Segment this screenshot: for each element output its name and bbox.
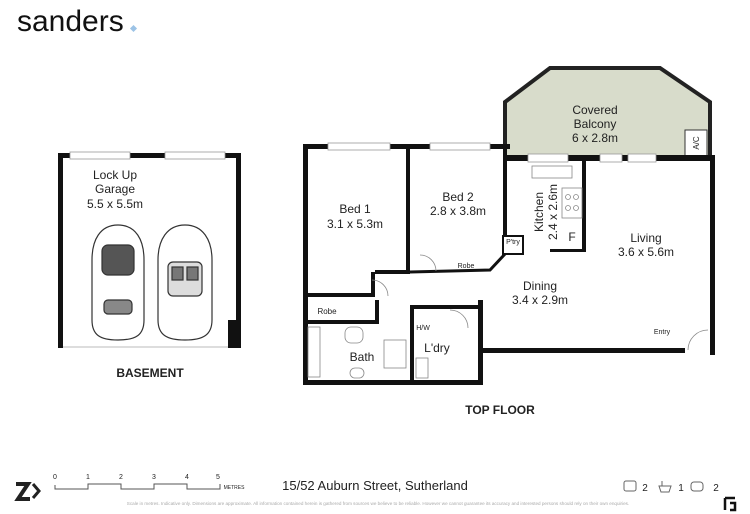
kitchen-size: 2.4 x 2.6m: [546, 184, 560, 240]
entry-label: Entry: [654, 329, 671, 336]
basement-label: BASEMENT: [116, 366, 184, 380]
bed2-size: 2.8 x 3.8m: [430, 204, 486, 218]
garage-label-line2: Garage: [95, 182, 135, 196]
pantry-label: P'try: [506, 239, 520, 246]
balcony-label-line1: Covered: [572, 103, 617, 117]
scale-tick: 0: [53, 474, 57, 481]
scale-tick: 5: [216, 474, 220, 481]
bed-icon: [623, 480, 637, 492]
brand-dot-icon: [129, 24, 138, 33]
kitchen-label: Kitchen: [532, 192, 546, 232]
scale-bar: 0 1 2 3 4 5 METRES: [53, 474, 245, 491]
ac-label: A/C: [692, 136, 701, 150]
bath-icon: [658, 481, 672, 493]
top-floor-label: TOP FLOOR: [465, 403, 535, 417]
garage-size: 5.5 x 5.5m: [87, 197, 143, 211]
car-icon: [91, 224, 145, 341]
car-count-icon: [690, 481, 704, 492]
laundry-label: L'dry: [424, 341, 450, 355]
robe1-label: Robe: [317, 307, 337, 316]
convertible-car-icon: [157, 224, 213, 341]
top-floor: [303, 66, 715, 385]
bed1-label: Bed 1: [339, 202, 371, 216]
scale-tick: 1: [86, 474, 90, 481]
bed2-label: Bed 2: [442, 190, 474, 204]
bedroom-count: 2: [642, 483, 648, 494]
disclaimer: Scale in metres. Indicative only. Dimens…: [127, 501, 629, 506]
brand-logo: sanders: [17, 5, 124, 38]
car-count: 2: [713, 483, 719, 494]
compass-icon: [14, 482, 41, 501]
balcony-size: 6 x 2.8m: [572, 131, 618, 145]
bath-label: Bath: [350, 350, 375, 364]
bathroom-count: 1: [678, 483, 684, 494]
scale-unit: METRES: [224, 485, 246, 491]
scale-tick: 3: [152, 474, 156, 481]
living-label: Living: [630, 231, 661, 245]
scale-tick: 4: [185, 474, 189, 481]
fridge-label: F: [568, 230, 575, 244]
balcony-label-line2: Balcony: [574, 117, 617, 131]
garage: Lock Up Garage 5.5 x 5.5m: [58, 151, 241, 348]
dining-size: 3.4 x 2.9m: [512, 293, 568, 307]
hw-label: H/W: [416, 325, 430, 332]
robe2-label: Robe: [458, 263, 475, 270]
agency-logo-icon: [723, 496, 737, 512]
living-size: 3.6 x 5.6m: [618, 245, 674, 259]
garage-label-line1: Lock Up: [93, 168, 137, 182]
address: 15/52 Auburn Street, Sutherland: [282, 478, 468, 493]
scale-tick: 2: [119, 474, 123, 481]
bed1-size: 3.1 x 5.3m: [327, 217, 383, 231]
dining-label: Dining: [523, 279, 557, 293]
